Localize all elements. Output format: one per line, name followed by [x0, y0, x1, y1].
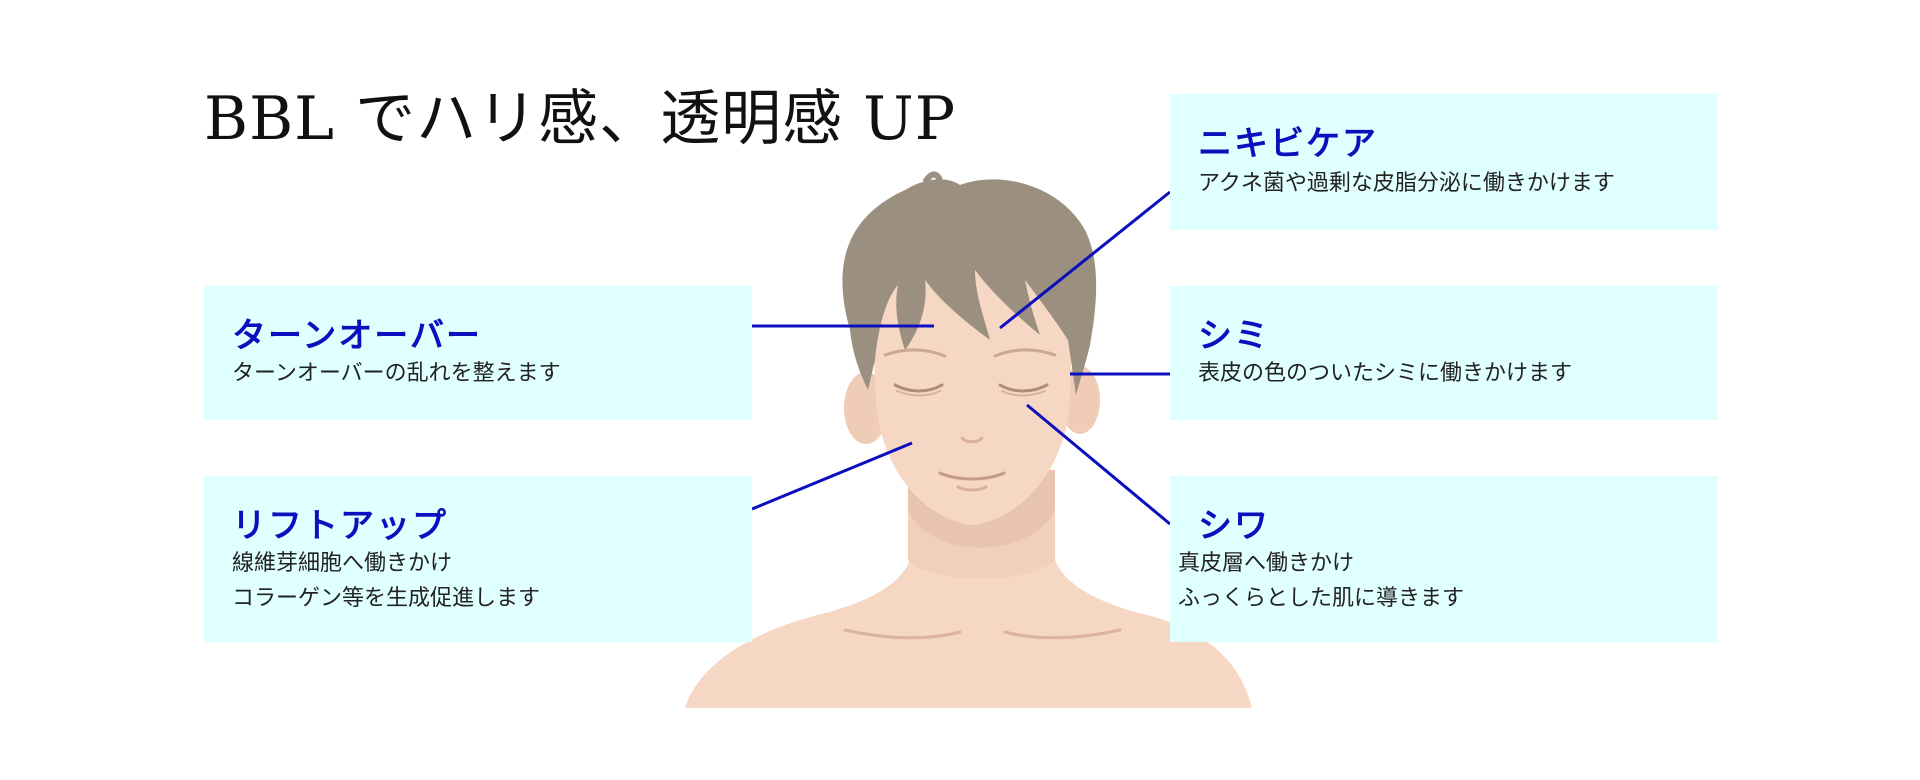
card-liftup-title: リフトアップ: [232, 506, 448, 546]
card-wrinkles-line-1: 真皮層へ働きかけ: [1178, 551, 1355, 576]
nose: [960, 436, 984, 444]
mouth: [938, 471, 1006, 481]
card-spots-line-1: 表皮の色のついたシミに働きかけます: [1198, 361, 1573, 386]
card-spots: シミ 表皮の色のついたシミに働きかけます: [1170, 286, 1718, 420]
card-liftup-line-2: コラーゲン等を生成促進します: [232, 586, 541, 611]
connector-wrinkles: [1026, 403, 1171, 526]
eye-right: [998, 383, 1049, 393]
card-liftup-line-1: 線維芽細胞へ働きかけ: [232, 551, 453, 576]
collarbone-right: [1003, 628, 1122, 640]
eye-left-lash: [896, 390, 941, 397]
hair-strand: [922, 171, 943, 184]
card-turnover-title: ターンオーバー: [232, 316, 482, 356]
card-acne-title: ニキビケア: [1198, 124, 1378, 164]
eye-right-lash: [1001, 390, 1046, 397]
card-acne: ニキビケア アクネ菌や過剰な皮脂分泌に働きかけます: [1170, 94, 1718, 230]
card-wrinkles-title: シワ: [1198, 506, 1270, 546]
card-liftup: リフトアップ 線維芽細胞へ働きかけ コラーゲン等を生成促進します: [204, 476, 752, 642]
hair: [842, 179, 1097, 395]
eyebrow-right: [993, 348, 1057, 358]
card-wrinkles-line-2: ふっくらとした肌に導きます: [1178, 586, 1465, 611]
card-turnover: ターンオーバー ターンオーバーの乱れを整えます: [204, 286, 752, 420]
eyebrow-left: [883, 348, 947, 358]
lower-lip: [956, 485, 988, 492]
collarbone-left: [843, 628, 962, 640]
connector-liftup: [751, 441, 913, 511]
connector-acne: [999, 190, 1171, 330]
card-acne-line-1: アクネ菌や過剰な皮脂分泌に働きかけます: [1198, 171, 1615, 196]
eye-left: [893, 383, 944, 393]
shoulders: [685, 560, 1252, 708]
card-spots-title: シミ: [1198, 316, 1270, 356]
card-turnover-line-1: ターンオーバーの乱れを整えます: [232, 361, 561, 386]
card-wrinkles: シワ 真皮層へ働きかけ ふっくらとした肌に導きます: [1170, 476, 1718, 642]
page-title: BBL でハリ感、透明感 UP: [204, 84, 957, 154]
